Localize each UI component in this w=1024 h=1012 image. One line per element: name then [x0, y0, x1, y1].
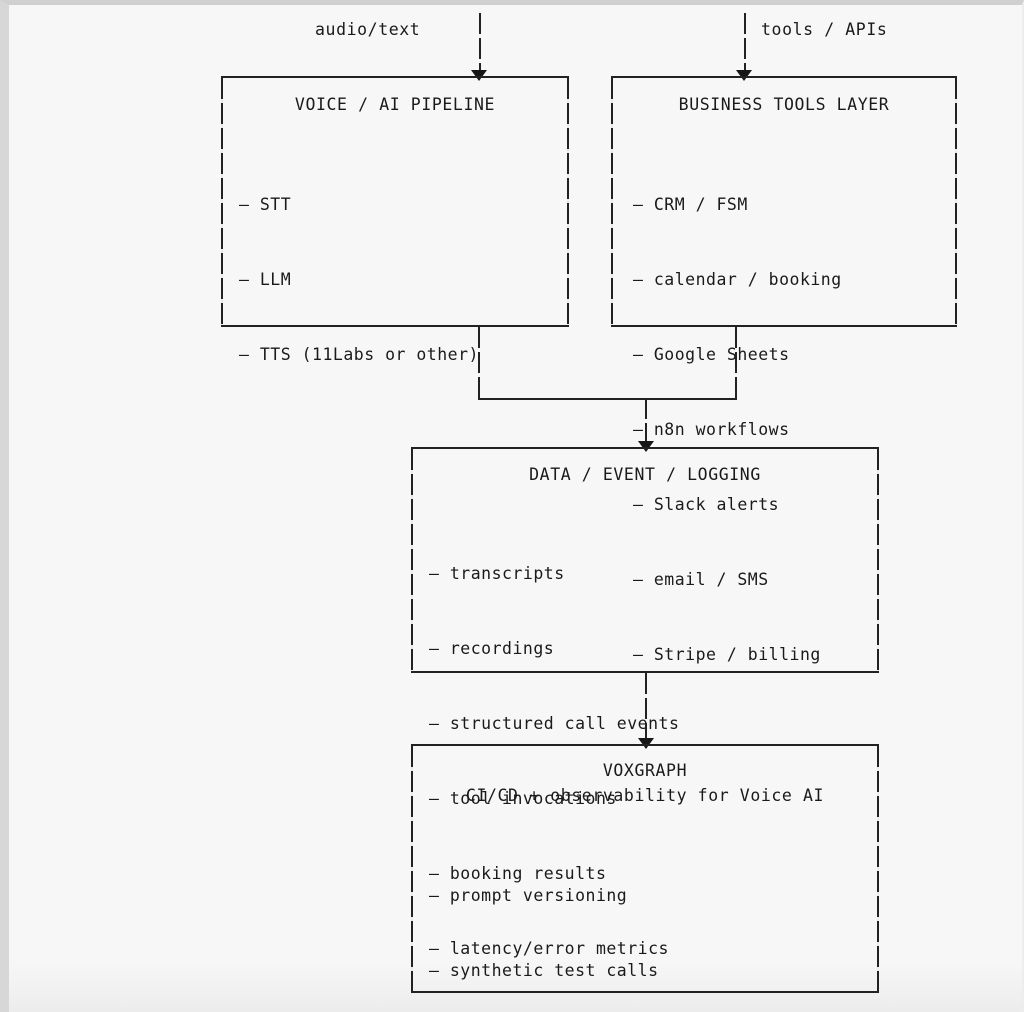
list-item: – booking results	[429, 864, 607, 883]
connector-audio-text	[479, 13, 481, 73]
connector-business-down	[735, 327, 737, 398]
node-list-business-tools-layer: – CRM / FSM – calendar / booking – Googl…	[633, 142, 842, 717]
list-item: – synthetic test calls	[429, 961, 659, 980]
list-item: – transcripts	[429, 564, 565, 583]
list-item: – latency/error metrics	[429, 939, 669, 958]
list-item: – LLM	[239, 270, 292, 289]
list-item: – Stripe / billing	[633, 645, 821, 664]
arrowhead-voxgraph	[638, 738, 654, 749]
node-title-voxgraph: VOXGRAPH	[602, 761, 688, 780]
node-voxgraph[interactable]: VOXGRAPH CI/CD + observability for Voice…	[411, 744, 879, 993]
node-title-business-tools-layer: BUSINESS TOOLS LAYER	[678, 95, 890, 114]
arrowhead-voice-pipeline	[471, 70, 487, 81]
list-item: – CRM / FSM	[633, 195, 748, 214]
edge-label-audio-text: audio/text	[315, 20, 421, 39]
node-title-voice-ai-pipeline: VOICE / AI PIPELINE	[294, 95, 496, 114]
list-item: – n8n workflows	[633, 420, 790, 439]
node-subtitle-voxgraph: CI/CD + observability for Voice AI	[465, 786, 825, 805]
list-item: – calendar / booking	[633, 270, 842, 289]
node-data-event-logging[interactable]: DATA / EVENT / LOGGING – transcripts – r…	[411, 447, 879, 958]
node-title-data-event-logging: DATA / EVENT / LOGGING	[529, 465, 761, 484]
connector-tools-apis	[744, 13, 746, 73]
arrowhead-business-tools	[736, 70, 752, 81]
list-item: – Slack alerts	[633, 495, 780, 514]
list-item: – email / SMS	[633, 570, 769, 589]
list-item: – Google Sheets	[633, 345, 790, 364]
connector-data-to-voxgraph	[645, 673, 647, 740]
list-item: – prompt versioning	[429, 886, 628, 905]
list-item: – structured call events	[429, 714, 680, 733]
arrowhead-data-event-logging	[638, 441, 654, 452]
list-item: – recordings	[429, 639, 555, 658]
node-list-voxgraph: – prompt versioning – synthetic test cal…	[429, 833, 742, 1012]
list-item: – tool invocations	[429, 789, 617, 808]
connector-merge-down	[645, 398, 647, 445]
node-list-data-event-logging: – transcripts – recordings – structured …	[429, 511, 679, 1011]
connector-merge-bus	[478, 398, 737, 400]
edge-label-tools-apis: tools / APIs	[761, 20, 888, 39]
node-voice-ai-pipeline[interactable]: VOICE / AI PIPELINE – STT – LLM – TTS (1…	[221, 76, 569, 364]
list-item: – STT	[239, 195, 292, 214]
list-item: – TTS (11Labs or other)	[239, 345, 479, 364]
diagram-canvas: audio/text tools / APIs VOICE / AI PIPEL…	[9, 5, 1022, 1012]
node-list-voice-ai-pipeline: – STT – LLM – TTS (11Labs or other)	[239, 142, 479, 417]
connector-voice-down	[478, 327, 480, 398]
node-business-tools-layer[interactable]: BUSINESS TOOLS LAYER – CRM / FSM – calen…	[611, 76, 957, 664]
